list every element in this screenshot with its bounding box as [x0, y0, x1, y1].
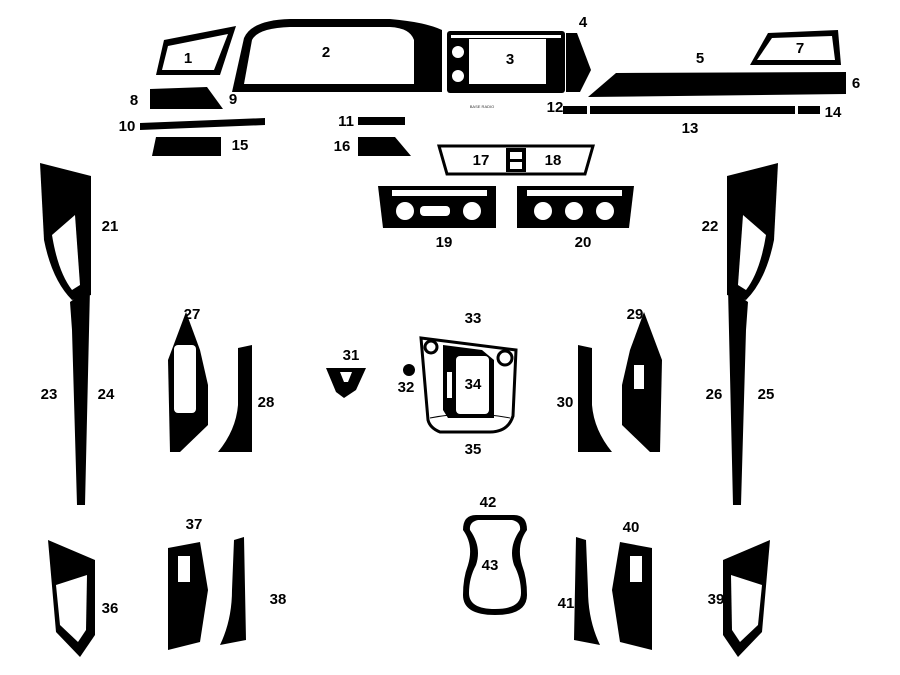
base-radio-note: BASE RADIO	[470, 104, 494, 109]
part-8-9	[150, 87, 223, 109]
part-27	[168, 312, 208, 452]
part-2-cluster	[232, 19, 442, 92]
label-11: 11	[338, 113, 354, 130]
label-36: 36	[102, 600, 119, 617]
label-41: 41	[558, 595, 575, 612]
label-43: 43	[482, 557, 499, 574]
label-13: 13	[682, 120, 699, 137]
label-21: 21	[102, 218, 119, 235]
part-number-labels: 1 2 3 4 5 6 7 8 9 10 11 12 13 14 15 16 1…	[41, 14, 861, 617]
part-28	[218, 345, 252, 452]
label-19: 19	[436, 234, 453, 251]
part-37	[168, 542, 208, 650]
part-19	[378, 186, 496, 228]
label-7: 7	[796, 40, 804, 57]
label-32: 32	[398, 379, 415, 396]
label-24: 24	[98, 386, 115, 403]
label-33: 33	[465, 310, 482, 327]
label-15: 15	[232, 137, 249, 154]
label-1: 1	[184, 50, 192, 67]
part-39	[723, 540, 770, 657]
part-12	[563, 106, 587, 114]
label-29: 29	[627, 306, 644, 323]
label-18: 18	[545, 152, 562, 169]
part-32	[403, 364, 415, 376]
label-17: 17	[473, 152, 490, 169]
label-14: 14	[825, 104, 842, 121]
right-rear-door-parts	[574, 537, 652, 650]
label-28: 28	[258, 394, 275, 411]
part-23-24	[70, 288, 90, 505]
right-rear-parts	[723, 540, 770, 657]
label-3: 3	[506, 51, 514, 68]
part-30	[578, 345, 612, 452]
part-17-18	[437, 144, 595, 176]
part-15	[152, 137, 221, 156]
label-35: 35	[465, 441, 482, 458]
label-23: 23	[41, 386, 58, 403]
part-1	[156, 26, 236, 75]
part-5-6	[588, 72, 846, 97]
part-7	[750, 30, 841, 65]
left-side-parts	[40, 163, 252, 657]
part-31	[326, 368, 366, 398]
part-33-35-console	[419, 336, 518, 434]
part-11	[358, 117, 405, 125]
label-38: 38	[270, 591, 287, 608]
right-side-parts	[727, 163, 778, 505]
part-10	[140, 118, 265, 130]
part-13	[590, 106, 795, 114]
part-25-26	[728, 288, 748, 505]
label-4: 4	[579, 14, 588, 31]
label-22: 22	[702, 218, 719, 235]
label-20: 20	[575, 234, 592, 251]
part-14	[798, 106, 820, 114]
label-42: 42	[480, 494, 497, 511]
part-21	[40, 163, 91, 300]
part-41	[574, 537, 600, 645]
label-27: 27	[184, 306, 201, 323]
label-16: 16	[334, 138, 351, 155]
label-39: 39	[708, 591, 725, 608]
label-10: 10	[119, 118, 136, 135]
part-38	[220, 537, 246, 645]
part-3-radio	[447, 31, 565, 93]
label-5: 5	[696, 50, 704, 67]
part-4	[566, 33, 591, 92]
label-40: 40	[623, 519, 640, 536]
label-12: 12	[547, 99, 564, 116]
label-8: 8	[130, 92, 138, 109]
label-30: 30	[557, 394, 574, 411]
label-34: 34	[465, 376, 482, 393]
part-20	[517, 186, 634, 228]
label-6: 6	[852, 75, 860, 92]
part-40	[612, 542, 652, 650]
part-42-43-cupholder	[463, 515, 527, 615]
label-37: 37	[186, 516, 203, 533]
part-16	[358, 137, 411, 156]
part-22	[727, 163, 778, 300]
label-25: 25	[758, 386, 775, 403]
label-9: 9	[229, 91, 237, 108]
right-door-parts	[578, 312, 662, 452]
label-2: 2	[322, 44, 330, 61]
label-31: 31	[343, 347, 360, 364]
label-26: 26	[706, 386, 723, 403]
part-36	[48, 540, 95, 657]
part-29	[622, 312, 662, 452]
